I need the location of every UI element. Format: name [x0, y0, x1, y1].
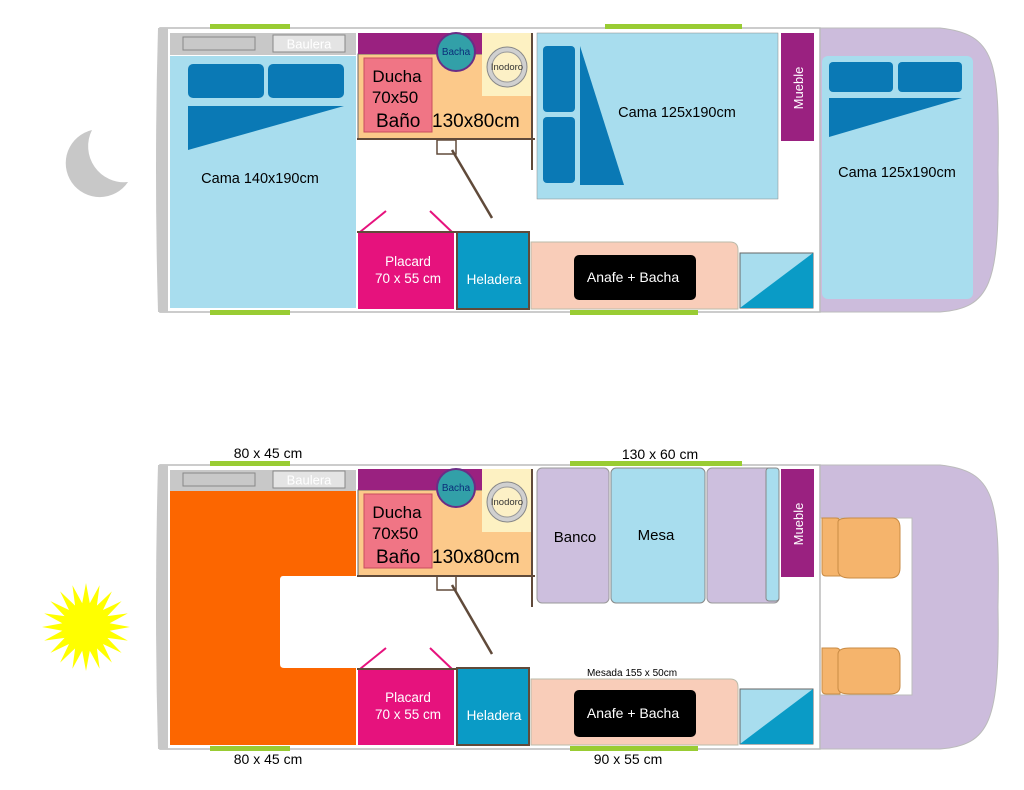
bathroom-label: Baño [376, 111, 420, 132]
pillow [543, 46, 575, 112]
cooktop-label: Anafe + Bacha [587, 269, 679, 285]
storage-slot [182, 472, 256, 487]
storage-box [272, 470, 346, 489]
middle-bed [536, 32, 779, 200]
blanket-fold [188, 106, 344, 150]
bathroom-size: 130x80cm [432, 547, 520, 568]
rear-bed-label: Cama 140x190cm [201, 171, 319, 187]
window [570, 746, 698, 751]
rear-wall [156, 28, 168, 312]
passenger-seat-cushion [837, 647, 901, 695]
pillow [188, 64, 264, 98]
window [210, 461, 290, 466]
closet-door [359, 647, 387, 670]
window-size-label: 130 x 60 cm [622, 446, 698, 462]
pillow [543, 117, 575, 183]
side-cabinet-fold [740, 253, 813, 308]
table [610, 467, 706, 604]
shower-size: 70x50 [372, 88, 418, 107]
fridge-label: Heladera [467, 708, 522, 723]
middle-bed-label: Cama 125x190cm [618, 105, 736, 121]
closet-door [359, 210, 387, 233]
closet-door [429, 647, 453, 670]
bench-back [765, 467, 780, 602]
closet-door [429, 210, 453, 233]
toilet-label: Inodoro [491, 497, 523, 508]
rear-lounge [170, 491, 356, 745]
front-bed-label: Cama 125x190cm [838, 165, 956, 181]
closet [358, 669, 454, 745]
window [210, 24, 290, 29]
fridge [456, 231, 530, 310]
furniture-label: Mueble [791, 67, 806, 110]
cooktop [574, 690, 696, 737]
closet-size: 70 x 55 cm [375, 271, 441, 286]
counter-label: Mesada 155 x 50cm [587, 668, 677, 679]
cooktop-label: Anafe + Bacha [587, 705, 679, 721]
night-plan: Baulera Cama 140x190cm Ducha 70x50 Baño … [156, 24, 999, 315]
closet [358, 232, 454, 309]
window [570, 310, 698, 315]
moon-icon [65, 130, 128, 198]
window [210, 746, 290, 751]
blanket-fold [829, 98, 962, 137]
cab [817, 464, 999, 750]
sink [436, 32, 476, 72]
window-size-label: 80 x 45 cm [234, 445, 302, 461]
pillow [898, 62, 962, 92]
pillow [268, 64, 344, 98]
bathroom-door [450, 584, 494, 655]
window-size-label: 80 x 45 cm [234, 751, 302, 767]
bathroom-door [450, 149, 494, 219]
window [210, 310, 290, 315]
pillow [829, 62, 893, 92]
furniture [781, 469, 814, 577]
side-cabinet-fold [740, 689, 813, 744]
storage-label: Baulera [287, 37, 333, 52]
bathroom-size: 130x80cm [432, 111, 520, 132]
fridge-label: Heladera [467, 272, 522, 287]
storage-label: Baulera [287, 473, 333, 488]
sink-label: Bacha [442, 483, 471, 494]
driver-seat [821, 517, 841, 577]
furniture-label: Mueble [791, 503, 806, 546]
bathroom-label: Baño [376, 547, 420, 568]
toilet-seat [491, 51, 523, 83]
cooktop [574, 255, 696, 300]
closet-label: Placard [385, 254, 431, 269]
shower [363, 493, 433, 569]
shower [363, 57, 433, 133]
closet-label: Placard [385, 690, 431, 705]
toilet-label: Inodoro [491, 62, 523, 73]
shower-label: Ducha [372, 503, 422, 522]
window [605, 24, 742, 29]
storage-box [272, 34, 346, 53]
shower-label: Ducha [372, 67, 422, 86]
shower-size: 70x50 [372, 524, 418, 543]
window-size-label: 90 x 55 cm [594, 751, 662, 767]
passenger-seat [821, 647, 841, 695]
fridge [456, 667, 530, 746]
sun-icon [42, 583, 130, 671]
bench [536, 467, 610, 604]
sink-label: Bacha [442, 47, 471, 58]
blanket-fold [580, 46, 624, 185]
day-plan: 80 x 45 cm 80 x 45 cm 130 x 60 cm 90 x 5… [156, 445, 999, 767]
furniture [781, 33, 814, 141]
toilet-seat [491, 486, 523, 518]
bench-label: Banco [554, 529, 597, 546]
driver-seat-cushion [837, 517, 901, 579]
rear-wall [156, 465, 168, 749]
sink [436, 468, 476, 508]
table-label: Mesa [638, 527, 675, 544]
storage-slot [182, 36, 256, 51]
closet-size: 70 x 55 cm [375, 707, 441, 722]
window [570, 461, 742, 466]
